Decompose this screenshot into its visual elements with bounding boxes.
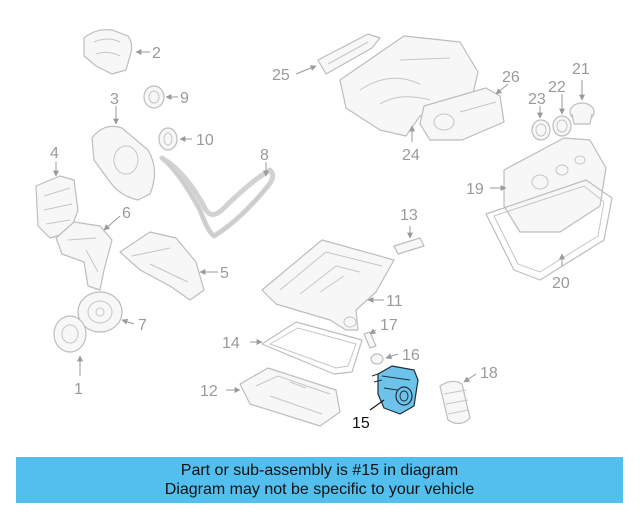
callout-9: 9 xyxy=(180,90,189,107)
part-13-sensor[interactable]: 13 xyxy=(393,207,425,255)
part-8-timing-belt[interactable]: 8 xyxy=(159,147,276,239)
part-20-gasket[interactable]: 20 xyxy=(485,179,613,292)
callout-22: 22 xyxy=(548,79,566,96)
part-2-timing-cover-upper[interactable]: 2 xyxy=(83,29,161,75)
part-16-washer[interactable]: 16 xyxy=(370,347,420,365)
callout-16: 16 xyxy=(402,347,420,364)
callout-14: 14 xyxy=(222,335,240,352)
part-26-valve-cover[interactable]: 26 xyxy=(419,69,520,141)
callout-3: 3 xyxy=(110,91,119,108)
callout-13: 13 xyxy=(400,207,418,224)
callout-6: 6 xyxy=(122,205,131,222)
callout-23: 23 xyxy=(528,91,546,108)
part-4-belt-cover[interactable]: 4 xyxy=(35,145,79,239)
callout-12: 12 xyxy=(200,383,218,400)
part-9-seal[interactable]: 9 xyxy=(143,85,189,109)
callout-10: 10 xyxy=(196,132,214,149)
part-1-crank-pulley[interactable]: 1 xyxy=(53,315,87,398)
callout-5: 5 xyxy=(220,265,229,282)
callout-8: 8 xyxy=(260,147,269,164)
callout-11: 11 xyxy=(386,293,403,310)
callout-15: 15 xyxy=(352,415,370,432)
callout-24: 24 xyxy=(402,147,420,164)
part-5-cover[interactable]: 5 xyxy=(119,231,229,301)
part-6-lower-cover[interactable]: 6 xyxy=(55,205,131,291)
part-21-oil-cap[interactable]: 21 xyxy=(569,61,595,125)
part-17-bolt[interactable]: 17 xyxy=(363,317,398,349)
part-15-oil-filter-housing[interactable]: 15 xyxy=(352,365,419,432)
part-23-seal[interactable]: 23 xyxy=(528,91,551,141)
callout-20: 20 xyxy=(552,275,570,292)
callout-2: 2 xyxy=(152,45,161,62)
banner-line-2: Diagram may not be specific to your vehi… xyxy=(164,481,475,498)
callout-25: 25 xyxy=(272,67,290,84)
part-22-seal[interactable]: 22 xyxy=(548,79,572,137)
part-10-seal[interactable]: 10 xyxy=(158,127,214,151)
callout-26: 26 xyxy=(502,69,520,86)
part-7-pulley[interactable]: 7 xyxy=(77,291,147,334)
parts-diagram: 2 9 3 10 8 4 6 xyxy=(35,29,613,432)
part-12-lower-pan[interactable]: 12 xyxy=(200,367,341,427)
part-25-intake-top[interactable]: 25 xyxy=(272,33,381,84)
callout-7: 7 xyxy=(138,317,147,334)
callout-17: 17 xyxy=(380,317,398,334)
part-19-valve-cover[interactable]: 19 xyxy=(466,137,607,233)
callout-21: 21 xyxy=(572,61,590,78)
callout-1: 1 xyxy=(74,381,83,398)
info-banner: Part or sub-assembly is #15 in diagram D… xyxy=(16,457,623,503)
banner-line-1: Part or sub-assembly is #15 in diagram xyxy=(180,462,459,479)
part-3-timing-cover[interactable]: 3 xyxy=(91,91,156,201)
callout-18: 18 xyxy=(480,365,498,382)
part-14-pan-gasket[interactable]: 14 xyxy=(222,321,363,375)
part-18-oil-filter[interactable]: 18 xyxy=(439,365,498,425)
callout-4: 4 xyxy=(50,145,59,162)
part-11-oil-pan[interactable]: 11 xyxy=(261,239,403,331)
callout-19: 19 xyxy=(466,181,484,198)
